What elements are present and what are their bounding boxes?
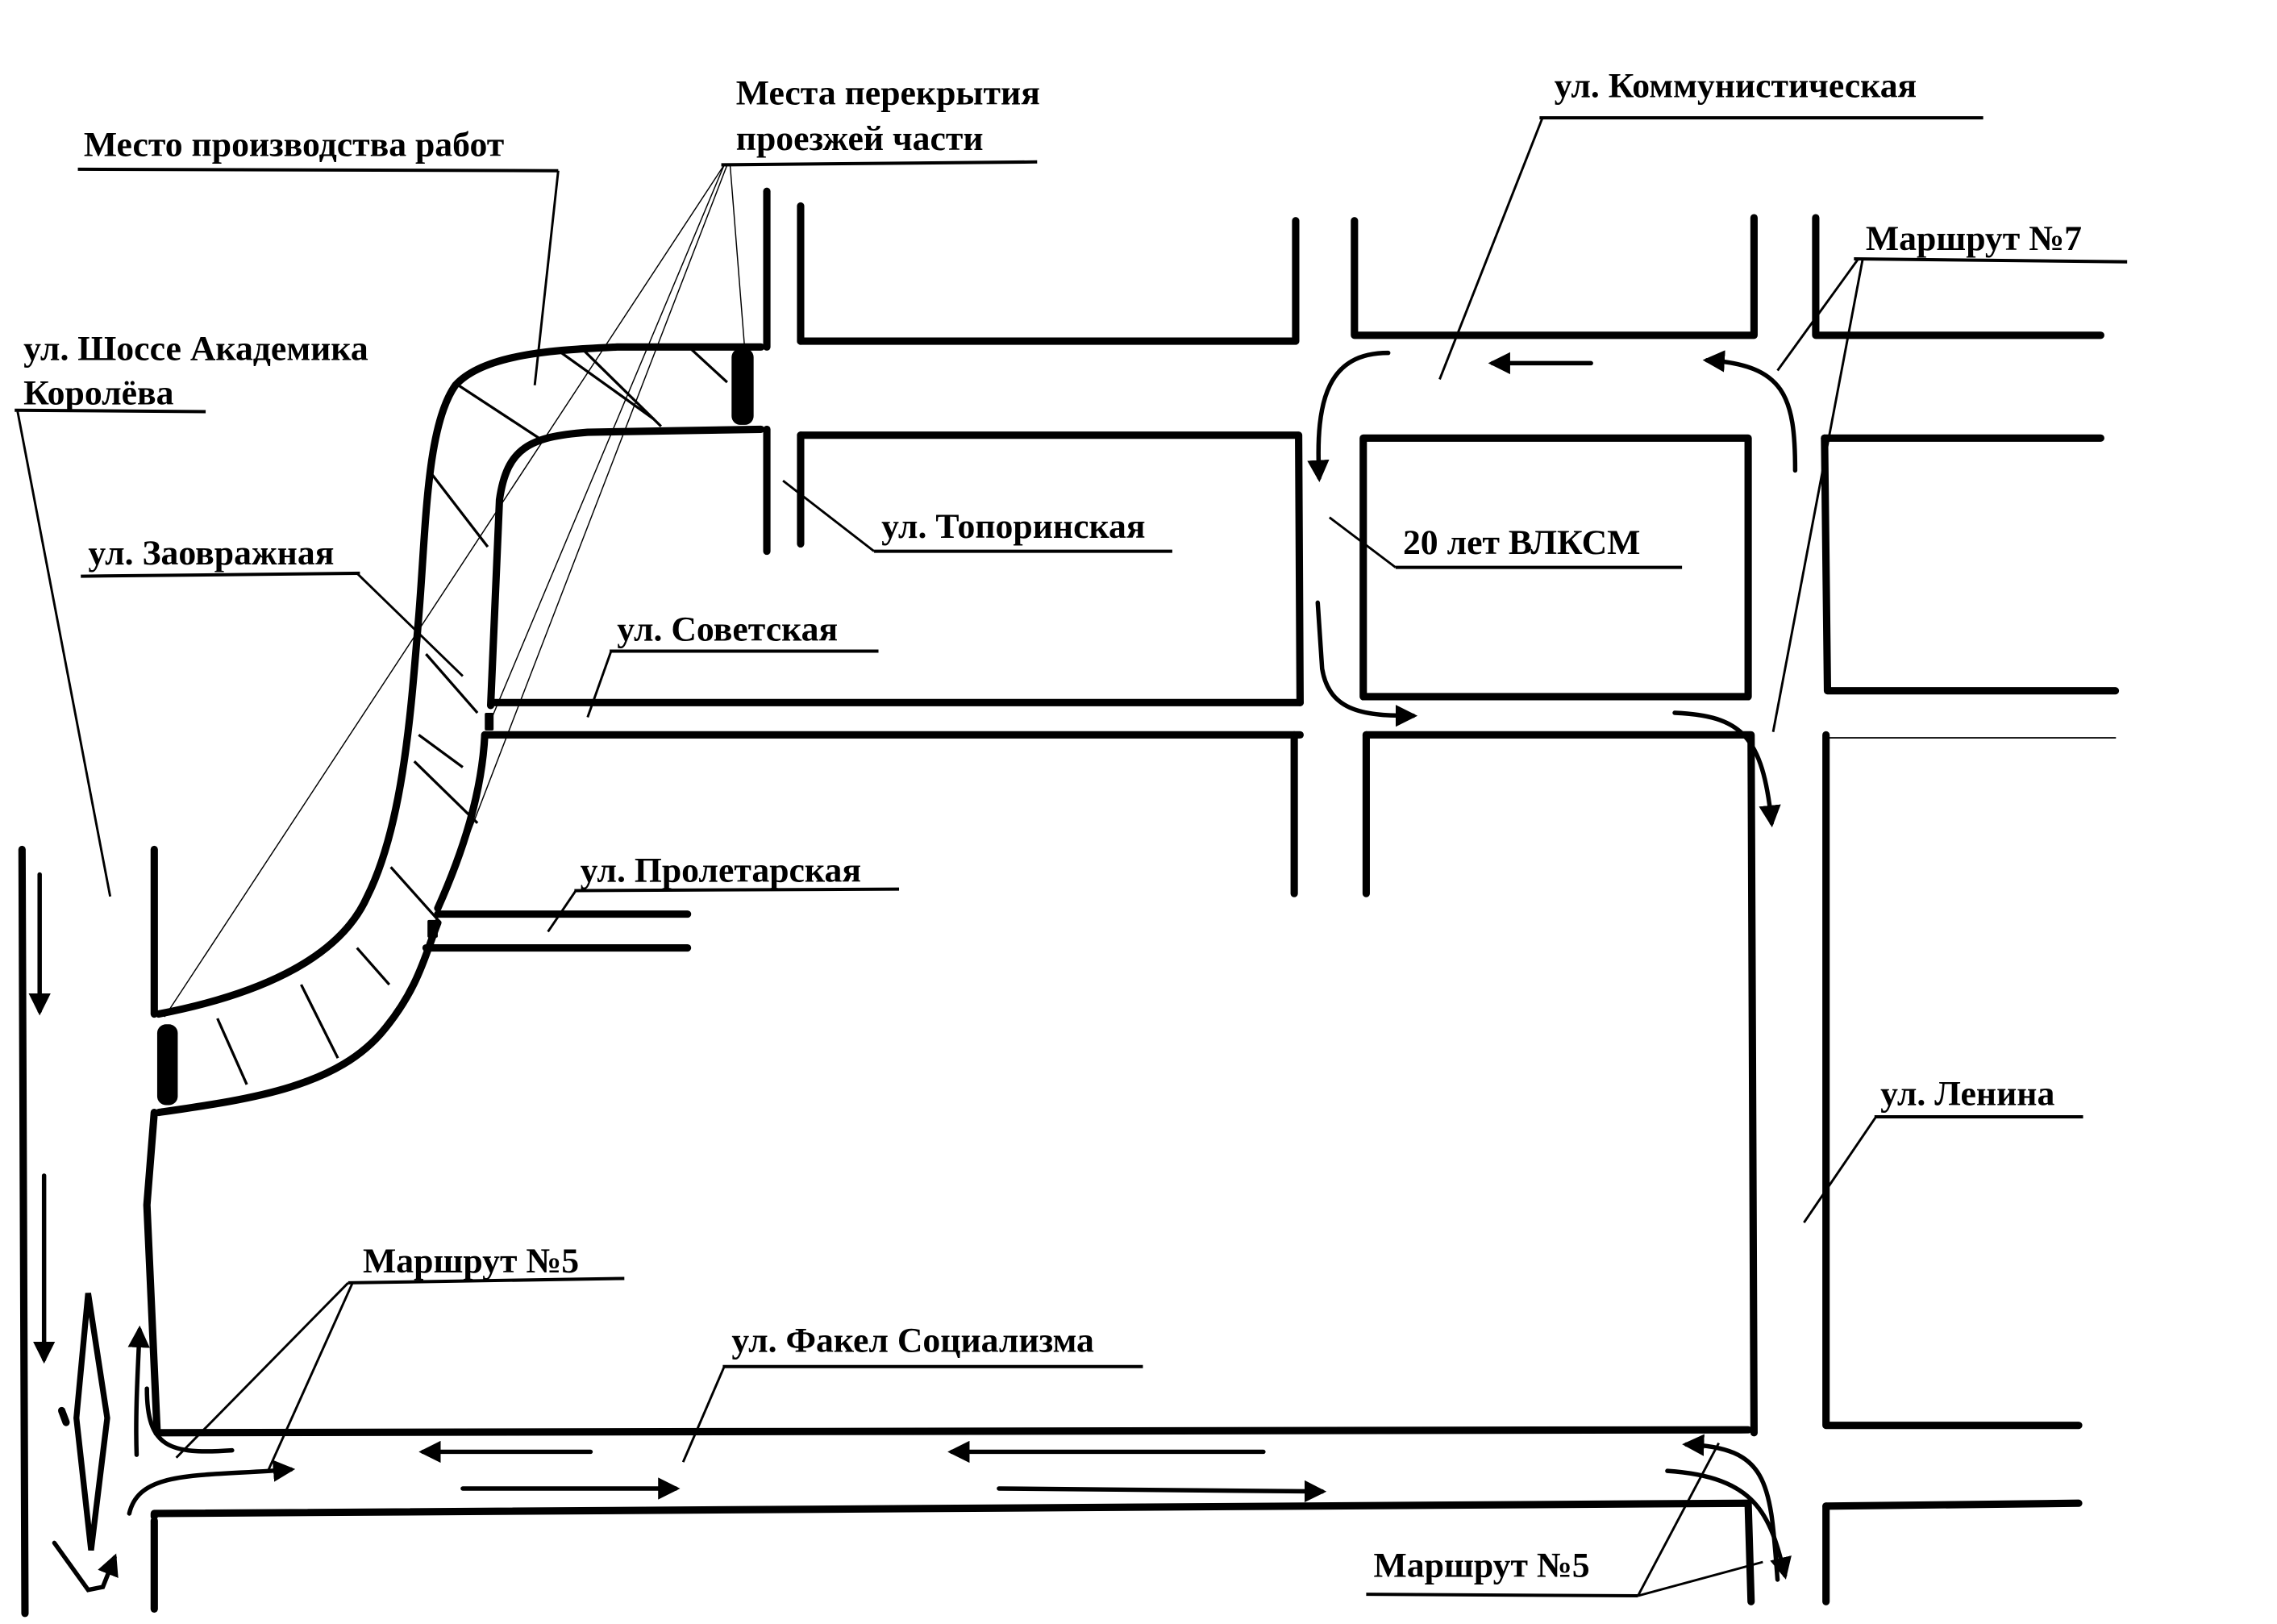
- svg-text:Места перекрытия: Места перекрытия: [736, 74, 1040, 113]
- svg-text:20 лет ВЛКСМ: 20 лет ВЛКСМ: [1403, 523, 1641, 562]
- label-road-closures: Места перекрытия проезжей части: [164, 74, 1040, 1018]
- label-route-5-right: Маршрут №5: [1366, 1442, 1763, 1598]
- label-lenina: ул. Ленина: [1803, 1074, 2083, 1224]
- label-20-let-vlksm: 20 лет ВЛКСМ: [1328, 516, 1683, 569]
- svg-text:Маршрут №5: Маршрут №5: [1374, 1546, 1590, 1584]
- svg-text:ул. Шоссе Академика: ул. Шоссе Академика: [23, 330, 368, 369]
- road-closure-block: [156, 1024, 178, 1106]
- svg-text:проезжей части: проезжей части: [736, 119, 984, 158]
- road-shosse-koroleva: [18, 845, 161, 1618]
- svg-text:ул. Заовражная: ул. Заовражная: [88, 534, 334, 573]
- arrow-icon: [1665, 1468, 1792, 1580]
- road-closure-block: [427, 919, 438, 938]
- road-sovetskaya: [481, 698, 1304, 739]
- label-shosse-koroleva: ул. Шоссе Академика Королёва: [15, 330, 368, 897]
- arrow-icon: [1672, 710, 1781, 828]
- label-toporinskaya: ул. Топоринская: [782, 480, 1172, 553]
- svg-text:Маршрут №5: Маршрут №5: [363, 1242, 579, 1280]
- road-proletarskaya: [422, 910, 692, 952]
- work-zone-hatching: [216, 346, 728, 1085]
- label-proletarskaya: ул. Пролетарская: [547, 852, 900, 933]
- arrow-icon: [127, 1460, 296, 1516]
- road-fakel-sotsializma: [150, 1426, 2083, 1605]
- road-toporinskaya: [763, 187, 805, 556]
- label-route-7: Маршрут №7: [1771, 219, 2128, 732]
- arrow-icon: [997, 1480, 1327, 1503]
- label-fakel-sotsializma: ул. Факел Социализма: [681, 1322, 1143, 1463]
- svg-text:ул. Топоринская: ул. Топоринская: [881, 507, 1145, 546]
- arrow-icon: [52, 1540, 119, 1593]
- label-zaovrazhnaya: ул. Заовражная: [81, 534, 464, 677]
- label-sovetskaya: ул. Советская: [586, 610, 879, 718]
- arrow-icon: [127, 1325, 150, 1457]
- svg-text:ул. Факел Социализма: ул. Факел Социализма: [731, 1322, 1094, 1360]
- work-zone-road: [155, 343, 765, 1117]
- label-route-5-left: Маршрут №5: [175, 1242, 625, 1473]
- svg-text:Королёва: Королёва: [23, 373, 174, 412]
- road-20-let-vlksm: [1290, 731, 2117, 1437]
- road-kommunisticheskaya: [797, 214, 2120, 706]
- label-work-site: Место производства работ: [77, 126, 560, 385]
- svg-text:Место производства работ: Место производства работ: [84, 126, 504, 164]
- arrow-icon: [1307, 350, 1391, 482]
- svg-text:ул. Ленина: ул. Ленина: [1880, 1074, 2054, 1113]
- svg-text:ул. Коммунистическая: ул. Коммунистическая: [1555, 67, 1917, 106]
- road-closure-block: [485, 713, 494, 731]
- svg-text:ул. Пролетарская: ул. Пролетарская: [581, 852, 861, 890]
- median-island: [73, 1293, 110, 1551]
- label-kommunisticheskaya: ул. Коммунистическая: [1438, 67, 1984, 380]
- arrow-icon: [1702, 350, 1798, 473]
- arrow-icon: [1315, 600, 1418, 727]
- svg-text:Маршрут №7: Маршрут №7: [1866, 219, 2082, 258]
- road-closure-block: [731, 348, 754, 425]
- svg-text:ул. Советская: ул. Советская: [617, 610, 838, 649]
- traffic-arrows: [28, 350, 1798, 1593]
